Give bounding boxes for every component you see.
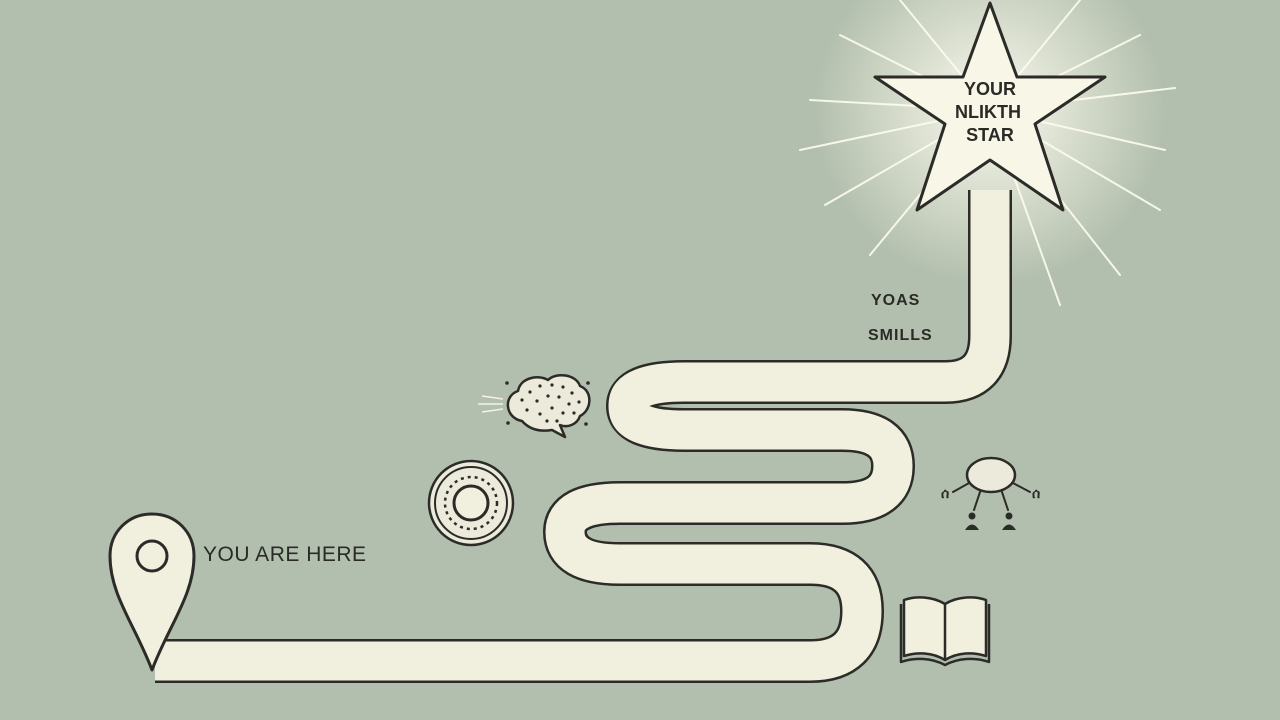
network-node-mark: ሰ — [941, 485, 949, 501]
goal-line-2: NLIKTH — [955, 102, 1021, 122]
winding-path — [155, 190, 1012, 683]
side-label-1: YOAS — [871, 292, 920, 309]
book-icon — [899, 596, 991, 667]
goal-line-3: STAR — [966, 125, 1014, 145]
side-label-2: SMILLS — [868, 327, 933, 344]
network-node-mark: ሰ — [1032, 485, 1040, 501]
star-icon — [873, 1, 1107, 212]
network-icon: ሰ ሰ — [941, 456, 1040, 530]
target-icon — [427, 459, 515, 547]
you-are-here-label: YOU ARE HERE — [203, 543, 367, 566]
goal-line-1: YOUR — [964, 79, 1016, 99]
map-pin-icon — [108, 512, 196, 672]
brain-icon — [478, 373, 591, 439]
